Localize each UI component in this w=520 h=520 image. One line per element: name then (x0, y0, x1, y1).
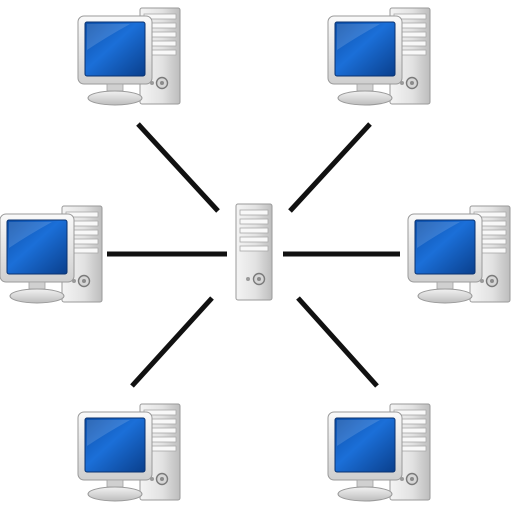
desktop-computer-icon (0, 205, 103, 304)
desktop-computer-icon (327, 7, 431, 106)
desktop-computer-icon (407, 205, 511, 304)
link-top-right (288, 122, 372, 213)
link-bottom-left (130, 296, 214, 388)
desktop-computer-icon (77, 7, 181, 106)
desktop-computer-icon (77, 403, 181, 502)
link-top-left (136, 122, 220, 213)
network-links (107, 122, 400, 388)
desktop-computer-icon (327, 403, 431, 502)
link-bottom-right (296, 296, 379, 388)
server-tower-icon (235, 203, 273, 301)
